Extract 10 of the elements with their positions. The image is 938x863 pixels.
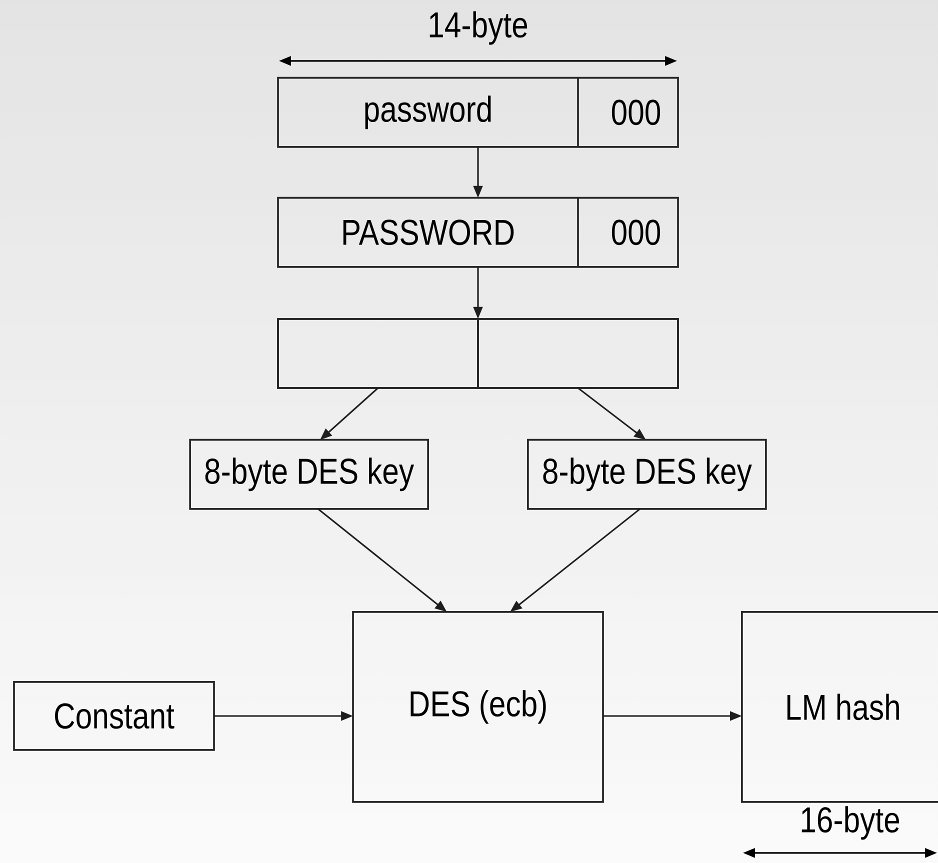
byte-field-box: password 000	[277, 76, 679, 148]
key-box: 8-byte DES key	[189, 438, 429, 510]
key-box: 8-byte DES key	[527, 438, 767, 510]
dimension-label: 14-byte	[430, 11, 528, 45]
input-box: Constant	[13, 681, 215, 751]
byte-field-box: PASSWORD 000	[277, 196, 679, 268]
process-box: DES (ecb)	[352, 611, 604, 803]
output-box: LM hash	[741, 611, 938, 803]
block-half	[477, 318, 679, 389]
block-half	[277, 318, 479, 389]
